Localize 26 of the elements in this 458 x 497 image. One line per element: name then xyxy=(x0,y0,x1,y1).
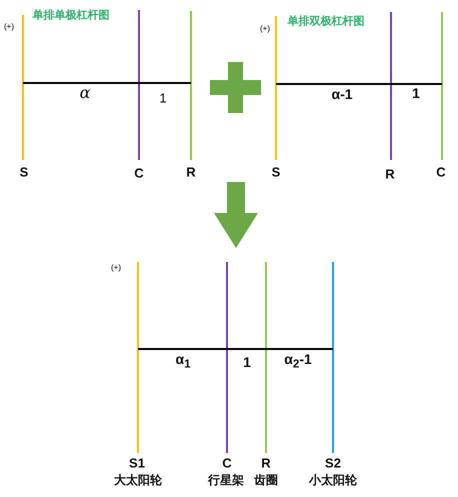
ratio-label: 1 xyxy=(159,92,167,104)
ratio-label: α-1 xyxy=(331,87,353,101)
member-label: R xyxy=(261,456,271,470)
ratio-label: α$_{1}$ xyxy=(175,352,191,370)
member-label: R xyxy=(186,166,196,178)
member-label: S1 xyxy=(129,456,145,470)
ratio-label: α xyxy=(80,85,90,101)
component-name: 齿圈 xyxy=(254,474,278,486)
panel-title: 单排单极杠杆图 xyxy=(32,10,110,22)
panel-title: 单排双极杠杆图 xyxy=(288,16,364,28)
member-label: C xyxy=(436,166,446,178)
sign-label: (+) xyxy=(260,25,270,33)
member-label: C xyxy=(134,166,144,180)
sign-label: (+) xyxy=(4,23,14,31)
member-label: R xyxy=(385,168,395,180)
ratio-label: α$_{2}$-1 xyxy=(284,352,312,370)
ratio-label: 1 xyxy=(243,355,251,369)
component-name: 行星架 xyxy=(208,474,244,486)
member-label: S xyxy=(20,166,28,178)
sign-label: (+) xyxy=(111,264,121,272)
component-name: 小太阳轮 xyxy=(309,474,357,486)
member-label: C xyxy=(222,456,232,470)
ratio-label: 1 xyxy=(412,86,420,100)
member-label: S xyxy=(272,166,280,178)
member-label: S2 xyxy=(325,456,341,470)
component-name: 大太阳轮 xyxy=(114,474,162,486)
